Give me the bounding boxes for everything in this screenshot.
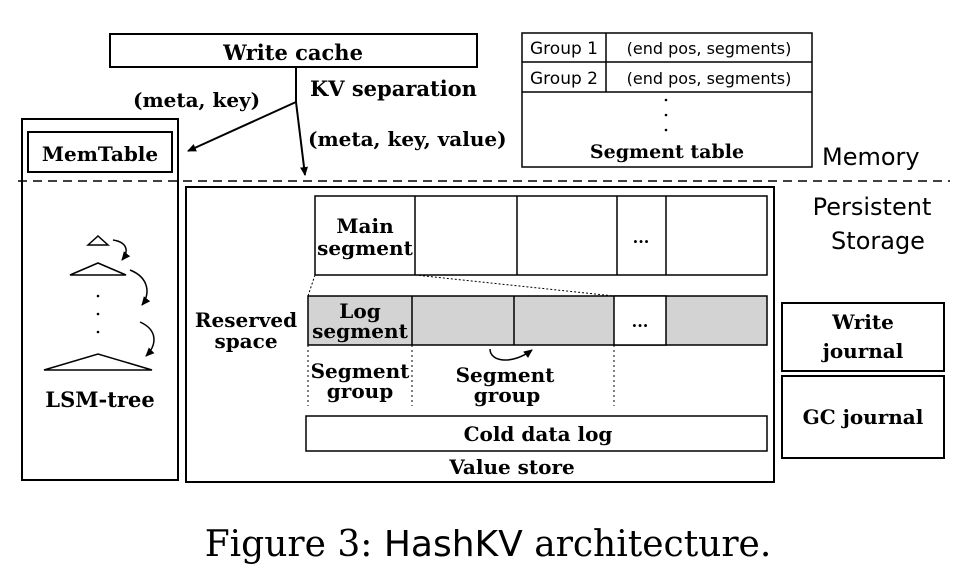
figure-caption: Figure 3: HashKV architecture. [205,524,772,565]
cold-data-log-label: Cold data log [464,422,613,446]
lsm-tree-label: LSM-tree [45,387,154,412]
main-segment-line2: segment [317,236,413,260]
segment-table: Group 1 (end pos, segments) Group 2 (end… [521,32,813,168]
meta-key-value-label: (meta, key, value) [308,127,507,151]
segment-group-1-line1: Segment [311,359,411,383]
caption-name: HashKV [384,524,523,565]
reserved-space-line1: Reserved [195,308,297,332]
kv-separation-label: KV separation [310,76,477,101]
main-segment-line1: Main [336,214,394,238]
group-1-label: Group 1 [530,39,598,59]
log-segment-line2: segment [312,319,408,343]
caption-suffix: architecture. [523,524,772,565]
write-journal-line1: Write [831,310,894,334]
gc-journal-label: GC journal [803,405,924,429]
segment-table-dots [664,98,668,132]
lsm-column-box [21,118,179,481]
lsm-tree-icon [43,234,155,371]
group-2-info: (end pos, segments) [627,69,792,88]
segment-group-2-line1: Segment [456,363,556,387]
log-segment-line1: Log [339,299,380,323]
memtable-box: MemTable [27,131,173,173]
value-store-label: Value store [448,455,575,479]
cold-data-log-box: Cold data log [305,415,768,452]
value-store-box [185,186,775,483]
group-2-label: Group 2 [530,69,598,89]
group-1-info: (end pos, segments) [627,39,792,58]
persistent-label-line1: Persistent [813,193,932,221]
segment-group-2-line2: group [474,383,540,407]
segment-group-1-line2: group [327,379,393,403]
write-cache-box: Write cache [109,33,478,68]
write-journal-box: Write journal [781,302,945,372]
meta-key-label: (meta, key) [133,88,260,112]
main-segment-ellipsis: ... [633,228,650,247]
memory-label: Memory [822,143,920,171]
gc-arrow-icon [489,348,533,361]
caption-prefix: Figure 3: [205,524,384,565]
write-cache-label: Write cache [222,40,363,65]
segment-table-title: Segment table [590,141,744,163]
arrow-to-value-store [295,101,308,176]
arrow-to-memtable [187,101,297,152]
log-segment-ellipsis: ... [632,312,649,331]
mapping-line-left [307,274,316,297]
mapping-line-right [414,274,615,297]
memtable-label: MemTable [42,142,158,166]
log-segment-row: Log segment ... [307,295,768,346]
write-journal-line2: journal [821,339,904,363]
gc-journal-box: GC journal [781,375,945,459]
persistent-label-line2: Storage [831,227,925,255]
main-segment-row: Main segment ... [314,195,768,276]
reserved-space-line2: space [214,329,277,353]
